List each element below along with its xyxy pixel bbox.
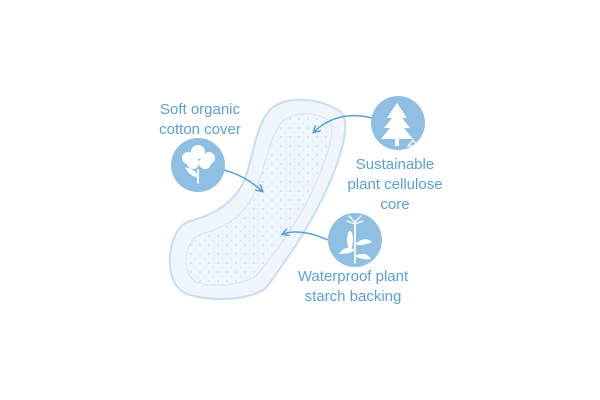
- cotton-cover-label: Soft organic cotton cover: [130, 100, 270, 140]
- arrow-core: [314, 114, 373, 132]
- cotton-label-line-2: cotton cover: [159, 121, 241, 138]
- backing-label-line-2: starch backing: [304, 288, 402, 305]
- cotton-plant-icon: [171, 138, 225, 192]
- backing-label-line-1: Waterproof plant: [297, 268, 409, 285]
- corn-plant-icon: [328, 213, 382, 267]
- core-label-line-3: core: [380, 196, 410, 213]
- arrow-backing: [283, 232, 329, 241]
- cellulose-core-label: Sustainable plant cellulose core: [320, 155, 470, 215]
- core-label-line-2: plant cellulose: [347, 176, 443, 193]
- liner-inner-quilt: [185, 113, 333, 286]
- pine-tree-icon: [371, 96, 425, 150]
- panty-liner-illustration: [168, 98, 347, 301]
- core-label-line-1: Sustainable: [355, 156, 435, 173]
- starch-backing-label: Waterproof plant starch backing: [278, 267, 428, 307]
- cotton-label-line-1: Soft organic: [159, 101, 241, 118]
